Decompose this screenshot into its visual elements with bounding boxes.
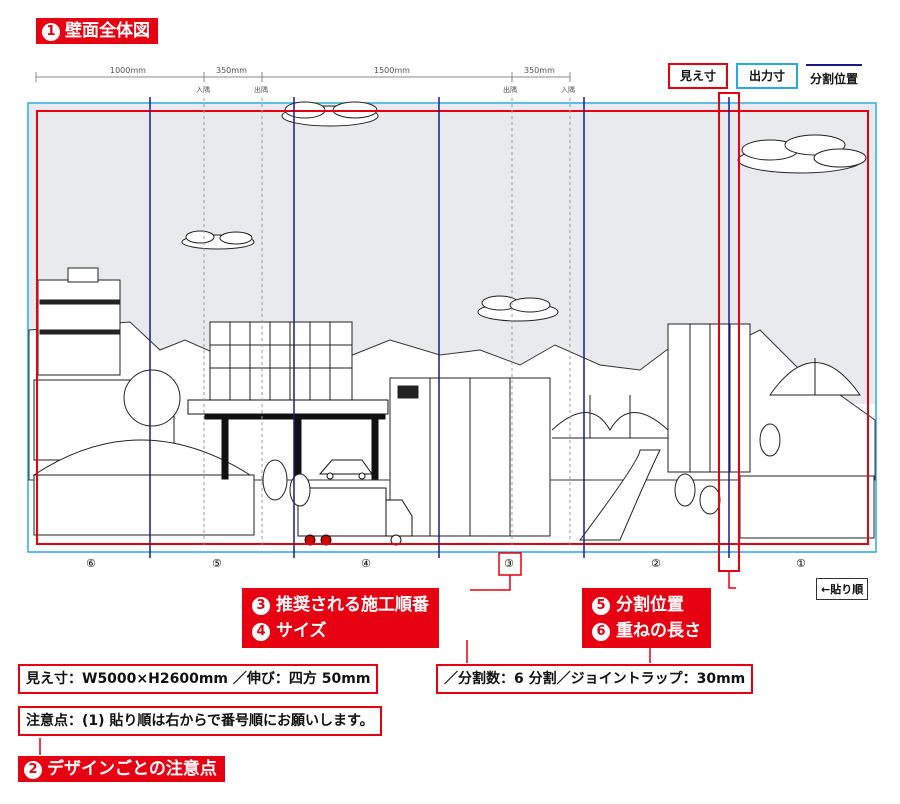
legend-split-line <box>806 64 862 66</box>
callout-3-text: 推奨される施工順番 <box>276 595 429 615</box>
panel-5: ⑤ <box>212 557 222 570</box>
split-info: ／分割数：6 分割／ジョイントラップ：30mm <box>436 664 754 694</box>
exit-corner-right: 出隅 <box>503 85 517 94</box>
panel-6: ⑥ <box>86 557 96 570</box>
size-info: 見え寸：W5000×H2600mm ／伸び：四方 50mm <box>18 664 379 694</box>
callout-5-text: 分割位置 <box>616 595 684 615</box>
right-tower <box>667 323 751 473</box>
paste-order-label: ←貼り順 <box>816 578 869 600</box>
truck <box>297 487 413 546</box>
note-tag: 2 デザインごとの注意点 <box>18 756 225 782</box>
dim-350-left: 350mm <box>216 66 247 75</box>
panel-3: ③ <box>504 557 514 570</box>
callout-4-text: サイズ <box>276 621 327 641</box>
title-label: 壁面全体図 <box>65 21 150 41</box>
right-low-building <box>739 475 875 539</box>
callout-4-number: 4 <box>252 623 270 641</box>
note-number: 2 <box>24 761 42 779</box>
road <box>579 449 661 541</box>
note-label: デザインごとの注意点 <box>47 759 217 779</box>
trees <box>262 423 781 515</box>
center-building <box>389 377 551 537</box>
panel-4: ④ <box>361 557 371 570</box>
exit-corner-left: 出隅 <box>254 85 268 94</box>
panel-2: ② <box>651 557 661 570</box>
callout-6-text: 重ねの長さ <box>616 621 701 641</box>
visible-size-frame <box>36 110 869 545</box>
dim-1000: 1000mm <box>110 66 146 75</box>
dimension-line <box>35 72 571 82</box>
corner-lines <box>203 98 571 548</box>
callout-3-number: 3 <box>252 597 270 615</box>
car <box>318 459 373 480</box>
split-lines <box>149 97 730 558</box>
callout-order-size: 3 推奨される施工順番 4 サイズ <box>242 588 439 648</box>
legend-split-label: 分割位置 <box>810 72 859 86</box>
dim-350-right: 350mm <box>524 66 555 75</box>
bridge <box>551 395 669 439</box>
callout-6-number: 6 <box>592 623 610 641</box>
callout-connectors <box>39 571 736 755</box>
note-info: 注意点：(1) 貼り順は右からで番号順にお願いします。 <box>18 706 382 736</box>
entry-corner-left: 入隅 <box>196 85 210 94</box>
left-tower <box>37 267 121 376</box>
dim-1500: 1500mm <box>374 66 410 75</box>
title-number: 1 <box>42 23 60 41</box>
panel-1: ① <box>796 557 806 570</box>
callout-5-number: 5 <box>592 597 610 615</box>
right-dome <box>769 358 861 396</box>
callout-split-overlap: 5 分割位置 6 重ねの長さ <box>582 588 711 648</box>
legend-output-size: 出力寸 <box>736 63 798 89</box>
glass-building <box>209 321 353 403</box>
legend-visible-size: 見え寸 <box>668 63 728 89</box>
entry-corner-right: 入隅 <box>561 85 575 94</box>
clouds <box>181 101 867 322</box>
title-tag: 1 壁面全体図 <box>36 18 158 44</box>
